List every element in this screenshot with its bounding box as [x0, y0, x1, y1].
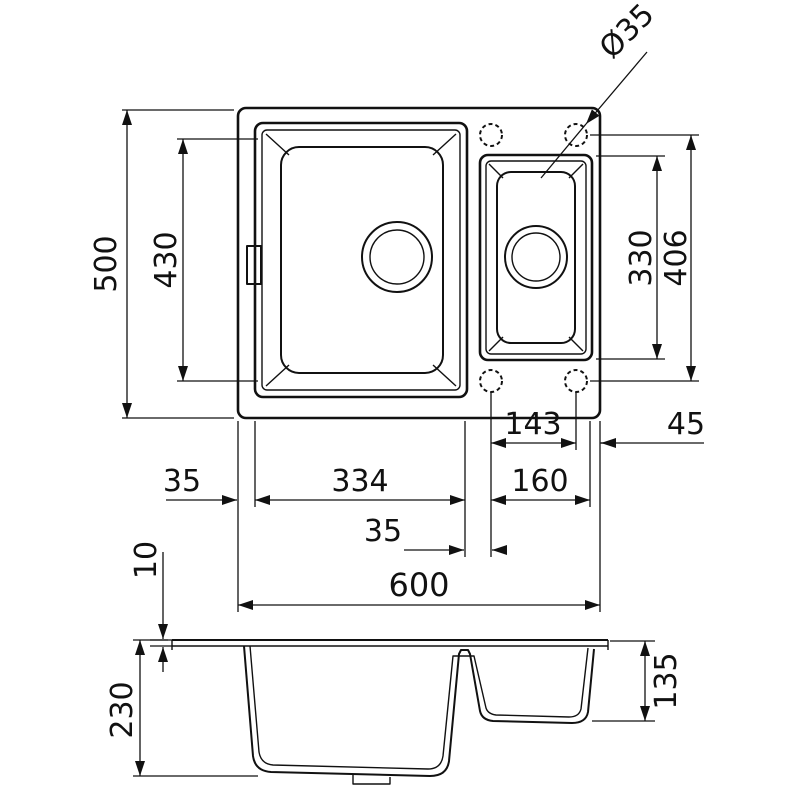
- sink-outline: [236, 106, 602, 420]
- dim-35-gap: 35: [364, 514, 507, 555]
- section-view: [171, 639, 609, 785]
- dim-334-label: 334: [331, 464, 388, 499]
- dim-500-label: 500: [89, 235, 124, 292]
- dim-135-label: 135: [649, 652, 684, 709]
- dim-35-left-label: 35: [163, 464, 201, 499]
- bevel-line: [265, 133, 290, 156]
- large-bowl-drain-outer: [361, 221, 433, 293]
- tap-hole-top-left: [479, 123, 503, 147]
- small-bowl-rim-inner: [485, 160, 587, 355]
- plan-view: Ø35: [236, 0, 661, 420]
- dim-143: 143: [491, 407, 576, 448]
- dim-330-label: 330: [624, 229, 659, 286]
- dim-500: 500: [89, 109, 234, 419]
- dim-35-left: 35: [163, 464, 237, 505]
- large-bowl-rim-outer: [253, 121, 469, 399]
- bevel-line: [488, 336, 504, 352]
- dim-230: 230: [105, 639, 258, 777]
- tap-hole-bottom-left: [479, 369, 503, 393]
- bevel-line: [432, 364, 457, 387]
- overflow-slot: [246, 245, 262, 285]
- tap-hole-top-right: [564, 123, 588, 147]
- bowls-profile-inner: [249, 645, 589, 770]
- small-bowl-basin: [496, 171, 576, 344]
- plan-dimensions: 500 430 330 406: [89, 109, 705, 612]
- dim-230-label: 230: [105, 681, 140, 738]
- dim-334: 334: [255, 464, 465, 505]
- dim-406-label: 406: [659, 229, 694, 286]
- section-dimensions: 10 230 135: [105, 541, 684, 777]
- tap-hole-bottom-right: [564, 369, 588, 393]
- dim-600: 600: [238, 566, 600, 610]
- dim-330: 330: [596, 155, 665, 360]
- bevel-line: [265, 364, 290, 387]
- large-bowl-basin: [280, 146, 444, 374]
- dim-430: 430: [149, 138, 258, 382]
- bevel-line: [488, 163, 504, 179]
- large-bowl-drain-inner: [369, 229, 425, 285]
- large-bowl-rim-inner: [261, 129, 461, 391]
- large-bowl: [246, 121, 469, 399]
- dim-10: 10: [129, 541, 172, 672]
- small-bowl: [478, 153, 594, 362]
- dim-143-label: 143: [504, 407, 561, 442]
- dim-160: 160: [491, 464, 590, 505]
- bevel-line: [432, 133, 457, 156]
- dim-45-label: 45: [667, 407, 705, 442]
- bowls-profile-outer: [243, 645, 595, 777]
- leader-line-tail: [540, 123, 587, 179]
- small-bowl-drain-inner: [511, 232, 561, 282]
- bevel-line: [568, 163, 584, 179]
- small-bowl-drain-outer: [504, 225, 568, 289]
- dim-35-gap-label: 35: [364, 514, 402, 549]
- drain-stub: [352, 775, 391, 785]
- small-bowl-rim-outer: [478, 153, 594, 362]
- dim-430-label: 430: [149, 231, 184, 288]
- dim-406: 406: [590, 134, 699, 382]
- dim-135: 135: [592, 640, 684, 722]
- dim-45: 45: [600, 407, 705, 448]
- bevel-line: [568, 336, 584, 352]
- dim-600-label: 600: [388, 566, 449, 604]
- dim-hole-diameter-label: Ø35: [593, 0, 661, 66]
- dim-160-label: 160: [511, 464, 568, 499]
- dim-10-label: 10: [129, 541, 164, 579]
- leader-line: [585, 51, 648, 125]
